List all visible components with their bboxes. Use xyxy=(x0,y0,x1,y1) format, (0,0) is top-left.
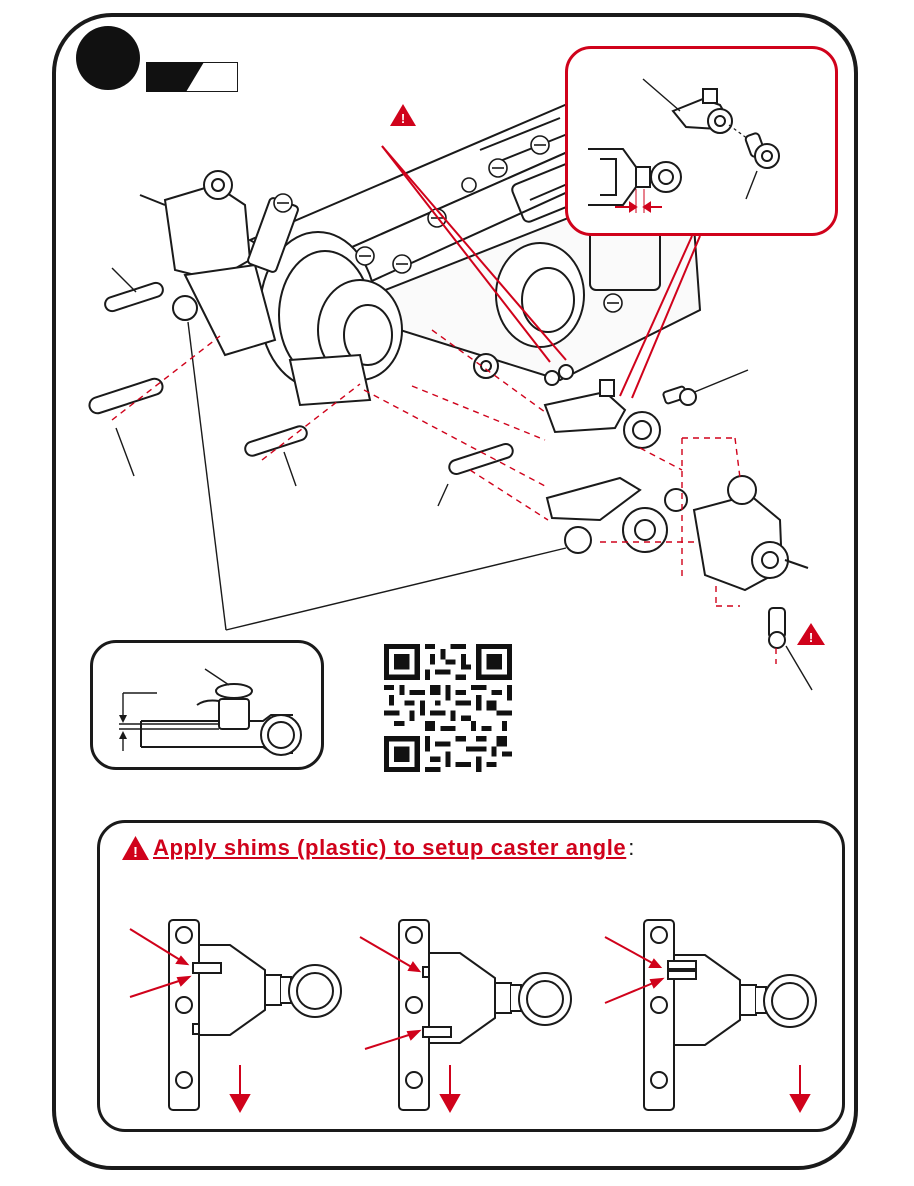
caster-variant-2 xyxy=(355,915,585,1115)
ball-end-detail-drawing xyxy=(568,49,835,233)
down-arrow-icon xyxy=(231,1095,249,1111)
svg-text:!: ! xyxy=(809,630,813,645)
caster-title-text: Apply shims (plastic) to setup caster an… xyxy=(153,835,626,861)
caster-title: ! Apply shims (plastic) to setup caster … xyxy=(122,831,634,865)
down-arrow-icon xyxy=(791,1095,809,1111)
qr-code-icon xyxy=(384,644,512,772)
caster-title-colon: : xyxy=(628,835,634,861)
caster-variant-3 xyxy=(600,915,830,1115)
detail-box-screw-height xyxy=(90,640,324,770)
warning-triangle-icon: ! xyxy=(797,623,825,645)
warning-triangle-icon: ! xyxy=(390,104,416,126)
caster-variant-1 xyxy=(125,915,355,1115)
warning-triangle-icon: ! xyxy=(122,836,149,860)
svg-text:!: ! xyxy=(401,111,405,126)
screw-height-detail-drawing xyxy=(93,643,321,767)
svg-text:!: ! xyxy=(133,844,138,860)
detail-box-ball-end xyxy=(565,46,838,236)
down-arrow-icon xyxy=(441,1095,459,1111)
